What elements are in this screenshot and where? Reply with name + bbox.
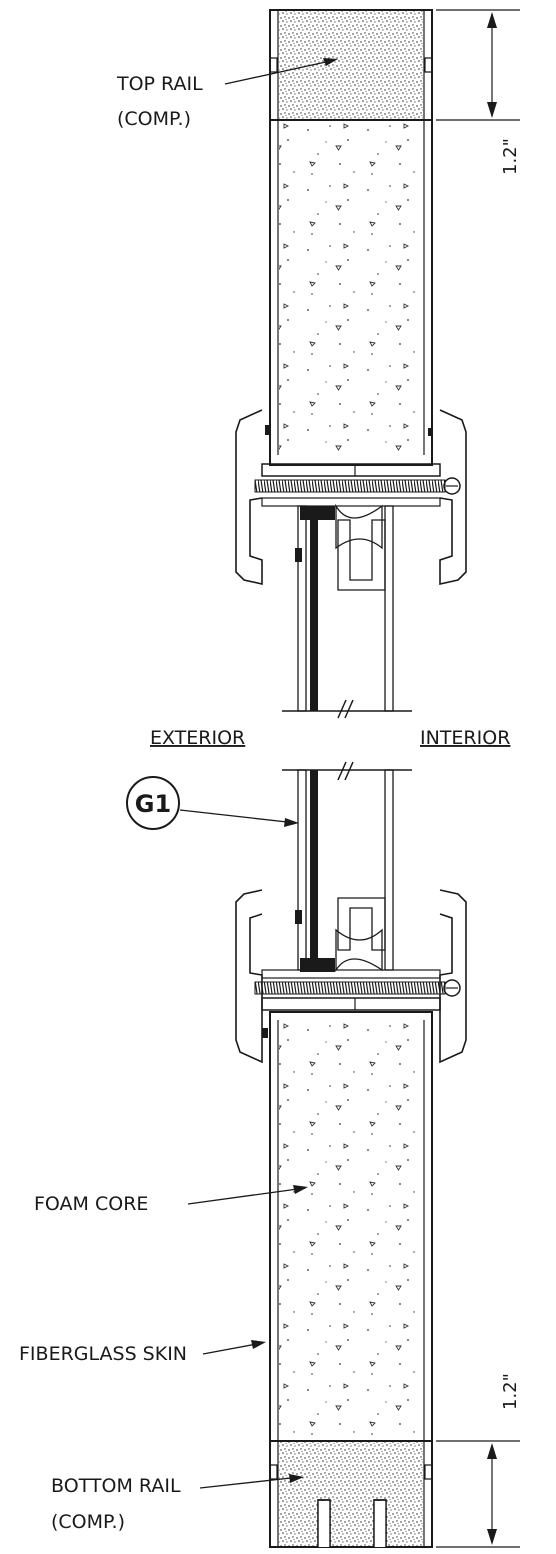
top-glazing-clip	[235, 409, 467, 585]
bottom-glass-bead	[335, 928, 383, 973]
top-glass-setting-block	[300, 506, 335, 520]
bottom-rail-notch-right	[424, 1464, 432, 1480]
bottom-glass-spacer	[337, 897, 386, 951]
top-screw-head	[443, 477, 461, 495]
bottom-rail-label: BOTTOM RAIL	[51, 1475, 181, 1497]
top-gasket-left	[265, 425, 271, 435]
bottom-clip-exterior	[235, 889, 263, 1064]
fiberglass-skin-label: FIBERGLASS SKIN	[19, 1343, 187, 1365]
bottom-foam-core	[279, 1020, 423, 1440]
bottom-glass-laminate	[310, 770, 318, 970]
bottom-glass-unit	[282, 761, 412, 973]
bottom-gasket-left	[262, 1028, 268, 1038]
bottom-panel-outer-skin	[269, 1011, 433, 1548]
glass-tag-leader	[179, 809, 297, 824]
top-gasket-right	[428, 428, 432, 436]
bottom-rail-leader	[199, 1476, 301, 1489]
top-glass-bead	[335, 503, 383, 550]
glass-tag-callout: G1	[126, 776, 299, 830]
top-glass-interior-lite	[384, 505, 394, 712]
top-screw	[254, 479, 446, 493]
bottom-rail-callout: BOTTOM RAIL (COMP.)	[51, 1474, 304, 1533]
bottom-glass-setting-block	[300, 958, 335, 972]
top-clip-interior	[439, 409, 467, 585]
bottom-glass-interior-lite	[384, 769, 394, 971]
top-glass-exterior-lite	[297, 505, 307, 712]
top-glass-laminate	[310, 506, 318, 711]
bottom-rail-notch-left	[270, 1464, 278, 1480]
glass-tag-circle	[126, 776, 180, 830]
bottom-rail-dimension-label: 1.2"	[500, 1373, 521, 1410]
foam-core-leader	[187, 1187, 306, 1205]
top-rail-notch-left	[270, 57, 278, 73]
top-glass-unit	[282, 503, 412, 719]
top-clip-base	[261, 463, 441, 477]
bottom-rail-dimension: 1.2"	[436, 1373, 521, 1548]
fiberglass-skin-callout: FIBERGLASS SKIN	[19, 1340, 266, 1365]
top-rail-notch-right	[424, 57, 432, 73]
top-glass-spacer	[337, 519, 386, 591]
bottom-rail-fill	[279, 1442, 423, 1546]
interior-label: INTERIOR	[420, 727, 510, 749]
bottom-screw	[254, 981, 446, 995]
top-panel-outer-skin	[269, 9, 433, 466]
foam-core-label: FOAM CORE	[34, 1193, 148, 1215]
top-rail-label: TOP RAIL	[116, 73, 203, 95]
bottom-clip-channel	[261, 969, 441, 979]
top-clip-channel	[261, 497, 441, 507]
bottom-clip-interior	[439, 889, 467, 1064]
top-rail-dimension-label: 1.2"	[500, 138, 521, 175]
top-rail-fill	[279, 11, 423, 119]
bottom-clip-base	[261, 997, 441, 1011]
top-foam-core	[279, 121, 423, 453]
top-rail-dimension: 1.2"	[436, 9, 521, 175]
bottom-glass-exterior-lite	[297, 769, 307, 971]
bottom-panel	[269, 1011, 433, 1548]
glass-tag-label: G1	[135, 790, 171, 818]
bottom-screw-head	[443, 979, 461, 997]
top-rail-callout: TOP RAIL (COMP.)	[116, 58, 338, 130]
foam-core-callout: FOAM CORE	[34, 1185, 308, 1215]
top-rail-leader	[224, 59, 336, 85]
bottom-glazing-clip	[235, 889, 467, 1064]
bottom-rail-comp-label: (COMP.)	[51, 1511, 125, 1533]
exterior-label: EXTERIOR	[150, 727, 245, 749]
top-rail-comp-label: (COMP.)	[117, 108, 191, 130]
top-clip-exterior	[235, 409, 263, 585]
top-panel	[269, 9, 433, 466]
